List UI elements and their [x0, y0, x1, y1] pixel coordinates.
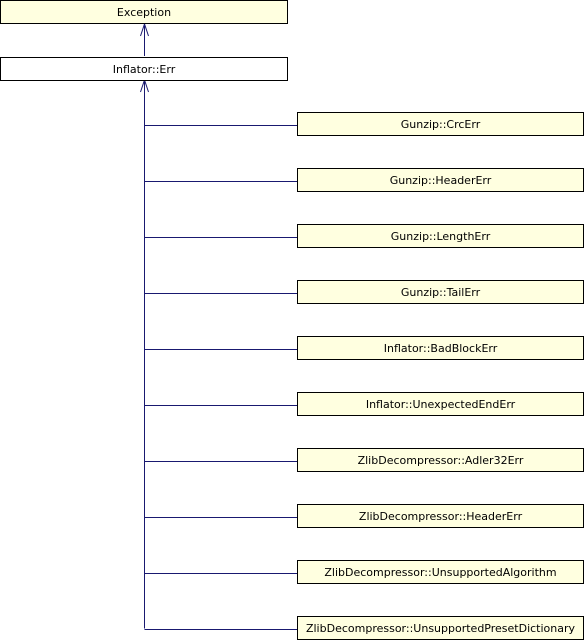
node-exception-box	[0, 0, 288, 24]
child-nodes: Gunzip::CrcErrGunzip::HeaderErrGunzip::L…	[297, 112, 584, 640]
node-zlibdecompressor-unsupportedpresetdictionary[interactable]: ZlibDecompressor::UnsupportedPresetDicti…	[297, 616, 584, 640]
node-gunzip-tailerr-label: Gunzip::TailErr	[401, 286, 481, 299]
node-inflator-badblockerr-label: Inflator::BadBlockErr	[384, 342, 498, 355]
node-zlibdecompressor-unsupportedalgorithm[interactable]: ZlibDecompressor::UnsupportedAlgorithm	[297, 560, 584, 584]
branch-edges	[144, 125, 298, 630]
node-zlibdecompressor-adler32err[interactable]: ZlibDecompressor::Adler32Err	[297, 448, 584, 472]
node-zlibdecompressor-headererr-label: ZlibDecompressor::HeaderErr	[359, 510, 523, 523]
node-inflator-err-label: Inflator::Err	[113, 63, 176, 76]
node-inflator-unexpectedenderr[interactable]: Inflator::UnexpectedEndErr	[297, 392, 584, 416]
node-exception-label: Exception	[117, 6, 171, 19]
node-gunzip-lengtherr[interactable]: Gunzip::LengthErr	[297, 224, 584, 248]
node-inflator-badblockerr[interactable]: Inflator::BadBlockErr	[297, 336, 584, 360]
node-gunzip-headererr-label: Gunzip::HeaderErr	[390, 174, 492, 187]
node-exception[interactable]: Exception	[0, 0, 288, 24]
node-zlibdecompressor-unsupportedalgorithm-label: ZlibDecompressor::UnsupportedAlgorithm	[324, 566, 556, 579]
node-zlibdecompressor-adler32err-label: ZlibDecompressor::Adler32Err	[358, 454, 524, 467]
node-gunzip-crcerr-label: Gunzip::CrcErr	[401, 118, 481, 131]
node-gunzip-tailerr[interactable]: Gunzip::TailErr	[297, 280, 584, 304]
node-gunzip-lengtherr-label: Gunzip::LengthErr	[391, 230, 491, 243]
node-gunzip-headererr[interactable]: Gunzip::HeaderErr	[297, 168, 584, 192]
node-inflator-unexpectedenderr-label: Inflator::UnexpectedEndErr	[366, 398, 516, 411]
node-zlibdecompressor-headererr[interactable]: ZlibDecompressor::HeaderErr	[297, 504, 584, 528]
node-inflator-err[interactable]: Inflator::Err	[0, 57, 288, 81]
node-zlibdecompressor-unsupportedpresetdictionary-label: ZlibDecompressor::UnsupportedPresetDicti…	[306, 622, 576, 635]
node-inflator-err-box	[0, 57, 288, 81]
node-gunzip-crcerr[interactable]: Gunzip::CrcErr	[297, 112, 584, 136]
